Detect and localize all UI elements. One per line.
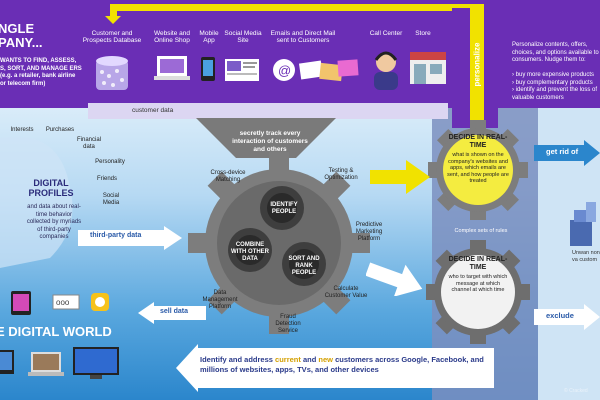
profile-desc: and data about real-time behavior collec… bbox=[26, 204, 82, 240]
call-center-icon bbox=[368, 48, 404, 90]
customer-data-label: customer data bbox=[132, 107, 174, 114]
profile-title: DIGITAL PROFILES bbox=[28, 178, 74, 198]
top-yellow-loop-left bbox=[110, 4, 117, 18]
decide-bottom-gear bbox=[426, 240, 530, 344]
tv-icon bbox=[72, 346, 120, 380]
social-label: Social Media bbox=[102, 193, 120, 206]
personalize-bar-front bbox=[470, 4, 484, 128]
third-party-label: third-party data bbox=[90, 232, 142, 239]
top-yellow-arrowhead bbox=[105, 16, 121, 24]
dmp-label: Data Management Platform bbox=[202, 290, 238, 310]
svg-text:@: @ bbox=[278, 63, 291, 78]
decide-top-arrow bbox=[370, 160, 430, 194]
nudge-list: › buy more expensive products › buy comp… bbox=[512, 72, 600, 102]
decide-bottom-arrow bbox=[365, 262, 424, 297]
decide-top-desc: what is shown on the company's websites … bbox=[447, 152, 509, 184]
nudge-item-2: › buy complementary products bbox=[512, 79, 593, 86]
phone-icon bbox=[200, 56, 216, 82]
email-label: Emails and Direct Mail sent to Customers bbox=[270, 30, 336, 44]
nudge-item-1: › buy more expensive products bbox=[512, 72, 595, 78]
svg-text:ooo: ooo bbox=[56, 298, 70, 307]
tablet-icon bbox=[10, 290, 32, 316]
laptop-icon bbox=[152, 54, 192, 84]
digital-world-heading: E DIGITAL WORLD bbox=[0, 324, 112, 339]
exclude-arrow bbox=[534, 304, 600, 330]
testing-label: Testing & Optimization bbox=[324, 168, 358, 181]
tracking-funnel bbox=[196, 118, 336, 158]
bottom-and: and bbox=[300, 355, 319, 364]
decide-bottom-title: DECIDE IN REAL-TIME bbox=[448, 256, 508, 271]
social-media-label: Social Media Site bbox=[224, 30, 262, 44]
get-rid-arrow bbox=[534, 140, 600, 166]
decide-bottom-desc: who to target with which message at whic… bbox=[448, 274, 508, 293]
chat-icon bbox=[90, 292, 110, 312]
email-icon: @ bbox=[270, 54, 360, 88]
exclude-label: exclude bbox=[546, 311, 574, 320]
identify-people-label: IDENTIFY PEOPLE bbox=[270, 202, 298, 215]
search-box-icon: ooo bbox=[52, 294, 80, 310]
cross-device-label: Cross-device Matching bbox=[210, 170, 246, 183]
decide-top-gear bbox=[428, 120, 528, 220]
personality-label: Personality bbox=[95, 159, 125, 165]
personalize-label: personalize bbox=[472, 42, 482, 87]
fraud-label: Fraud Detection Service bbox=[275, 314, 301, 334]
head-silhouette bbox=[0, 118, 80, 278]
unwanted-label: Unwan non-va custom bbox=[572, 250, 600, 263]
sell-data-arrow bbox=[138, 302, 206, 324]
nudge-item-3-text: identify and prevent the loss of valuabl… bbox=[512, 87, 598, 101]
third-party-arrow bbox=[78, 226, 182, 250]
nudge-item-2-text: buy complementary products bbox=[515, 79, 593, 86]
company-title: NGLE PANY... bbox=[0, 22, 43, 50]
central-gear bbox=[186, 150, 372, 336]
decide-top-title: DECIDE IN REAL-TIME bbox=[448, 134, 508, 149]
monitor-icon bbox=[0, 348, 16, 380]
unwanted-customers-icon bbox=[566, 200, 600, 248]
database-icon bbox=[92, 54, 132, 94]
interests-label: Interests bbox=[10, 127, 34, 133]
top-yellow-loop bbox=[110, 4, 482, 11]
mobile-app-label: Mobile App bbox=[199, 30, 219, 44]
funnel-text: secretly track every interaction of cust… bbox=[232, 130, 308, 153]
company-subtitle: WANTS TO FIND, ASSESS, S, SORT, AND MANA… bbox=[0, 58, 82, 87]
bottom-new: new bbox=[318, 355, 333, 364]
personalize-intro: Personalize contents, offers, choices, a… bbox=[512, 42, 599, 63]
bottom-arrow bbox=[176, 344, 494, 392]
customer-data-strip bbox=[88, 103, 448, 119]
credit-label: © Cracked bbox=[564, 388, 588, 394]
nudge-item-3: › identify and prevent the loss of valua… bbox=[512, 87, 598, 101]
website-label: Website and Online Shop bbox=[153, 30, 190, 44]
bottom-text-post: customers across Google, Facebook, and m… bbox=[200, 355, 484, 374]
laptop-bottom-icon bbox=[28, 350, 64, 380]
financial-label: Financial data bbox=[76, 137, 101, 150]
database-label: Customer and Prospects Database bbox=[82, 30, 142, 44]
predictive-label: Predictive Marketing Platform bbox=[355, 222, 383, 242]
bottom-current: current bbox=[275, 355, 301, 364]
bottom-text: Identify and address current and new cus… bbox=[200, 355, 486, 375]
social-media-icon bbox=[224, 58, 260, 82]
combine-data-label: COMBINE WITH OTHER DATA bbox=[231, 242, 269, 262]
calc-value-label: Calculate Customer Value bbox=[324, 286, 368, 299]
get-rid-label: get rid of bbox=[546, 147, 579, 156]
sort-rank-label: SORT AND RANK PEOPLE bbox=[288, 256, 320, 276]
bottom-text-pre: Identify and address bbox=[200, 355, 276, 364]
complex-rules-label: Complex sets of rules bbox=[454, 228, 508, 234]
company-title-line2: PANY... bbox=[0, 35, 43, 50]
call-center-label: Call Center bbox=[369, 30, 403, 37]
purchases-label: Purchases bbox=[45, 127, 75, 133]
sell-data-label: sell data bbox=[160, 308, 189, 315]
nudge-item-1-text: buy more expensive products bbox=[515, 72, 595, 78]
store-label: Store bbox=[415, 30, 431, 37]
company-title-line1: NGLE bbox=[0, 21, 35, 36]
friends-label: Friends bbox=[96, 176, 117, 182]
store-icon bbox=[408, 48, 448, 86]
